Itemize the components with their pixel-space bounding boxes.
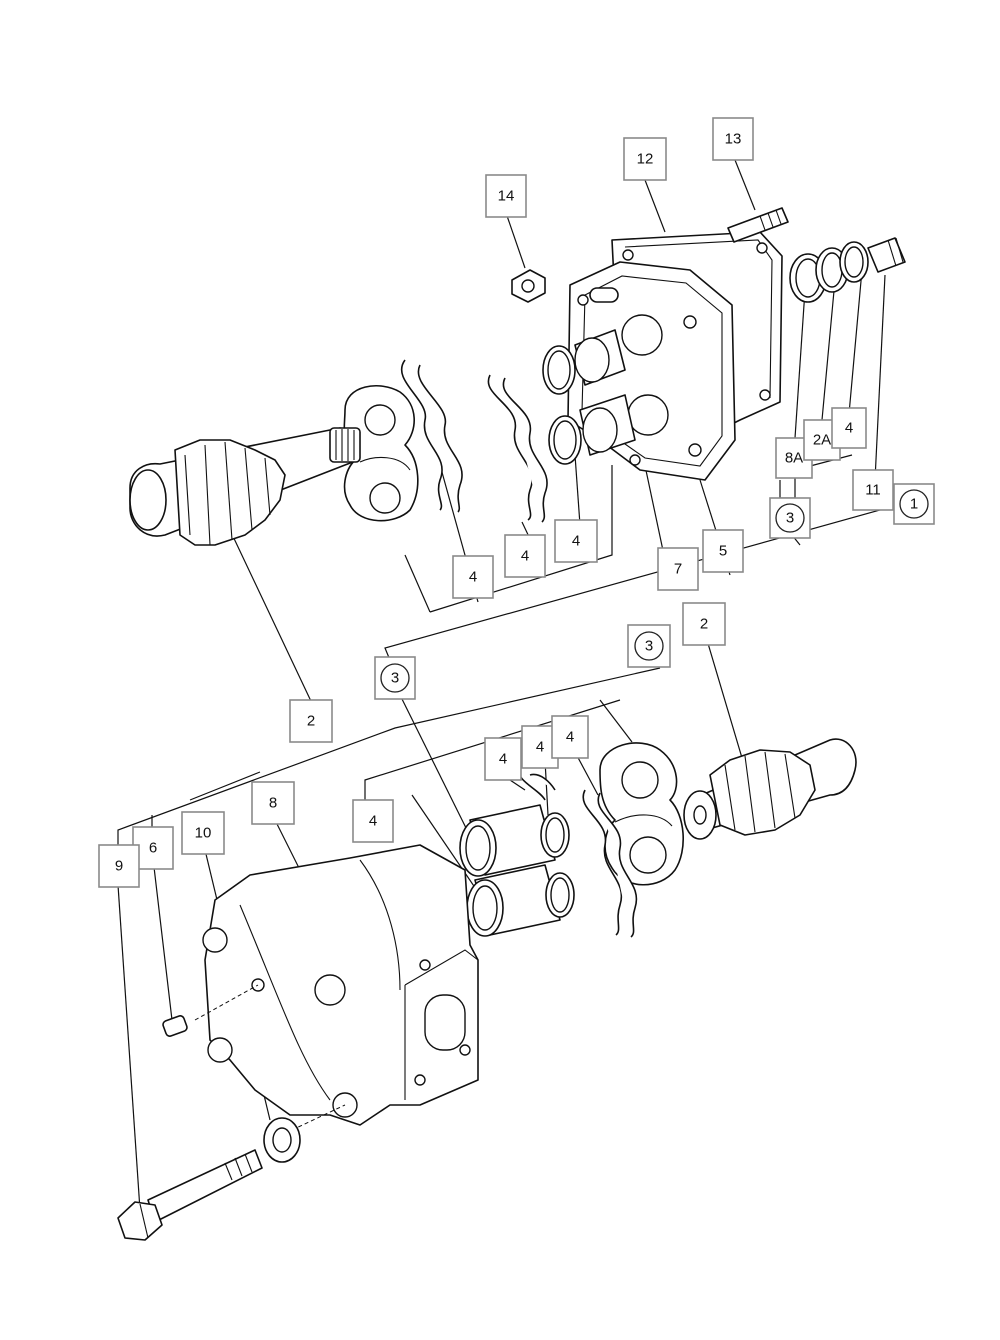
callout-11: 11	[852, 469, 894, 511]
upper-seal-clips	[401, 359, 548, 523]
nut	[511, 269, 546, 303]
hex-bolt	[117, 1149, 263, 1241]
leader-oring-upper	[574, 454, 581, 526]
callout-labels: 13 12 14 8A 2A 4 11 1	[98, 117, 935, 888]
leader-2A	[821, 279, 836, 421]
callout-4-lower-a: 4	[484, 737, 522, 781]
svg-text:12: 12	[637, 151, 654, 168]
svg-text:4: 4	[499, 751, 507, 768]
leader-13	[734, 159, 756, 211]
leader-12	[644, 179, 666, 233]
leader-14	[504, 209, 526, 269]
callout-4-lower-d: 4	[352, 799, 394, 843]
leader-lower-bush2	[411, 794, 481, 896]
leader-gear-upper	[229, 529, 319, 717]
lower-thrust-washer	[599, 742, 685, 886]
callout-3-middle: 3	[627, 624, 671, 668]
bolt-washer	[263, 1117, 301, 1163]
leader-gear-lower	[703, 629, 746, 769]
callout-2-right: 2	[682, 602, 726, 646]
upper-drive-gear	[129, 427, 361, 546]
callout-9: 9	[98, 844, 140, 888]
svg-text:13: 13	[725, 131, 742, 148]
callout-12: 12	[623, 137, 667, 181]
svg-text:4: 4	[521, 548, 529, 565]
stud	[727, 207, 789, 243]
svg-text:3: 3	[391, 670, 399, 687]
lower-driven-gear	[683, 738, 857, 840]
svg-text:4: 4	[572, 533, 580, 550]
callout-4-seal: 4	[831, 407, 867, 449]
callout-5: 5	[702, 529, 744, 573]
lower-bushes	[459, 804, 575, 937]
callout-3-upper-right: 3	[769, 497, 811, 539]
svg-text:6: 6	[149, 840, 157, 857]
svg-text:2: 2	[307, 713, 315, 730]
pump-body-housing	[194, 844, 479, 1131]
leader-8A	[794, 289, 806, 439]
lower-seal-clips	[518, 769, 638, 938]
svg-text:4: 4	[536, 739, 544, 756]
leader-2-lower	[189, 771, 261, 801]
svg-text:11: 11	[865, 482, 881, 499]
svg-text:4: 4	[469, 569, 477, 586]
svg-text:3: 3	[786, 510, 794, 527]
svg-text:10: 10	[195, 825, 212, 842]
svg-text:2A: 2A	[813, 432, 831, 449]
svg-text:4: 4	[845, 420, 853, 437]
callout-4-lower-c: 4	[551, 715, 589, 759]
svg-text:14: 14	[498, 188, 515, 205]
callout-3-left: 3	[374, 656, 416, 700]
leader-8	[274, 819, 301, 871]
callout-1: 1	[893, 483, 935, 525]
callout-4-upper-a: 4	[452, 555, 494, 599]
callout-14: 14	[485, 174, 527, 218]
svg-text:4: 4	[566, 729, 574, 746]
callout-4-upper-b: 4	[504, 534, 546, 578]
svg-text:7: 7	[674, 561, 682, 578]
leader-4-lower-b	[544, 759, 549, 816]
svg-text:5: 5	[719, 543, 727, 560]
leader-4-lower-a	[509, 779, 526, 791]
callout-8: 8	[251, 781, 295, 825]
shaft-seal-set	[789, 237, 906, 303]
leader-11	[874, 274, 886, 481]
svg-text:9: 9	[115, 858, 123, 875]
callout-7: 7	[657, 547, 699, 591]
leader-washer-lower	[599, 699, 633, 743]
callout-10: 10	[181, 811, 225, 855]
svg-text:1: 1	[910, 496, 918, 513]
plug-screw	[162, 1015, 188, 1037]
callout-4-upper-c: 4	[554, 519, 598, 563]
upper-bushes	[542, 329, 636, 465]
svg-text:3: 3	[645, 638, 653, 655]
svg-text:8A: 8A	[785, 450, 803, 467]
leader-lower-bush	[399, 694, 473, 841]
callout-2-left: 2	[289, 699, 333, 743]
leader-4-lower-c	[574, 751, 599, 796]
leader-4-seal	[847, 269, 863, 426]
svg-text:8: 8	[269, 795, 277, 812]
callout-13: 13	[712, 117, 754, 161]
svg-text:2: 2	[700, 616, 708, 633]
leader-9	[117, 884, 141, 1211]
svg-text:4: 4	[369, 813, 377, 830]
leader-washer-to-bracket	[404, 554, 431, 613]
